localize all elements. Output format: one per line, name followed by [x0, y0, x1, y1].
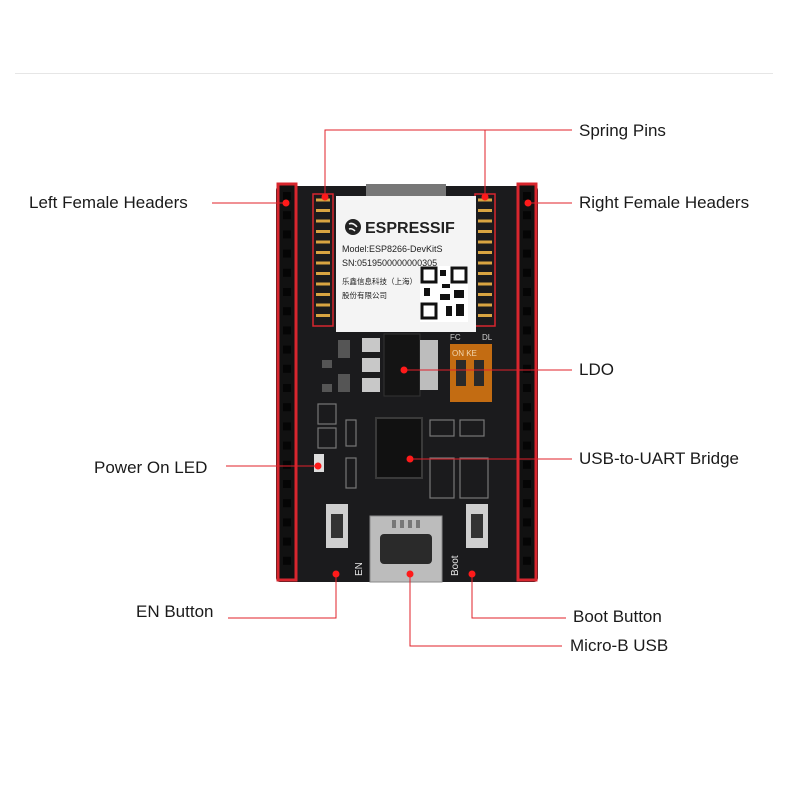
header-hole	[283, 192, 291, 200]
module-model: Model:ESP8266-DevKitS	[342, 244, 443, 254]
header-hole	[523, 422, 531, 431]
label-boot-button: Boot Button	[573, 607, 662, 626]
passive-components	[317, 403, 489, 499]
module-brand: ESPRESSIF	[365, 220, 455, 237]
callout-line-spring-pins	[324, 129, 486, 195]
module-shield-top	[366, 184, 446, 198]
header-hole	[523, 230, 531, 239]
ldo-regulator	[362, 333, 438, 397]
header-hole	[523, 192, 531, 200]
en-silkscreen: EN	[354, 562, 365, 576]
header-hole	[283, 307, 291, 316]
callout-line-boot-button	[471, 574, 566, 619]
label-left-female-headers: Left Female Headers	[29, 193, 188, 212]
header-hole	[283, 460, 291, 469]
callout-line-micro-usb	[409, 574, 562, 647]
header-hole	[523, 384, 531, 392]
header-hole	[283, 422, 291, 431]
micro-usb-connector	[369, 515, 443, 583]
usb-uart-chip	[375, 417, 423, 479]
dip-dl-label: DL	[482, 333, 493, 342]
top-divider	[15, 73, 773, 74]
header-hole	[523, 211, 531, 220]
header-hole	[523, 518, 531, 527]
module-company-line1: 乐鑫信息科技（上海）	[342, 276, 417, 286]
label-usb-uart-bridge: USB-to-UART Bridge	[579, 449, 739, 468]
header-hole	[523, 307, 531, 316]
callout-dots	[282, 193, 532, 578]
label-spring-pins: Spring Pins	[579, 121, 666, 140]
header-hole	[523, 364, 531, 373]
header-hole	[283, 268, 291, 277]
header-hole	[283, 384, 291, 392]
header-hole	[523, 537, 531, 546]
header-hole	[283, 326, 291, 335]
module-serial: SN:0519500000000305	[342, 258, 437, 268]
header-hole	[283, 211, 291, 220]
qr-code	[420, 266, 468, 322]
header-hole	[283, 499, 291, 508]
header-hole	[283, 230, 291, 239]
header-hole	[283, 441, 291, 450]
dip-switch: ON KE FC DL	[450, 333, 493, 402]
header-hole	[523, 268, 531, 277]
header-hole	[283, 537, 291, 546]
header-hole	[523, 441, 531, 450]
header-holes	[283, 192, 531, 565]
header-hole	[523, 345, 531, 354]
callout-line-en-button	[228, 574, 337, 619]
header-hole	[523, 326, 531, 335]
header-hole	[523, 288, 531, 296]
header-hole	[523, 499, 531, 508]
label-power-on-led: Power On LED	[94, 458, 208, 477]
header-hole	[283, 345, 291, 354]
spring-pins-left	[312, 193, 334, 327]
label-en-button: EN Button	[136, 602, 214, 621]
module-company-line2: 股份有限公司	[342, 290, 387, 300]
label-right-female-headers: Right Female Headers	[579, 193, 750, 212]
header-hole	[523, 460, 531, 469]
header-hole	[283, 518, 291, 527]
capacitors	[322, 340, 350, 392]
header-hole	[283, 403, 291, 412]
boot-button	[466, 504, 488, 548]
spring-pin-frame	[312, 193, 334, 327]
header-hole	[283, 364, 291, 373]
espressif-logo	[345, 219, 361, 235]
header-hole	[283, 249, 291, 258]
header-hole	[283, 556, 291, 565]
header-hole	[523, 480, 531, 488]
callout-lines	[212, 129, 572, 647]
right-female-header	[516, 182, 538, 582]
dip-on-ke-label: ON KE	[452, 349, 477, 358]
left-female-header	[276, 182, 298, 582]
header-hole	[523, 249, 531, 258]
header-hole	[283, 288, 291, 296]
header-hole	[523, 556, 531, 565]
label-micro-b-usb: Micro-B USB	[570, 636, 669, 655]
dip-fc-label: FC	[450, 333, 461, 342]
boot-silkscreen: Boot	[450, 555, 461, 576]
label-ldo: LDO	[579, 360, 614, 379]
header-hole	[283, 480, 291, 488]
header-hole	[523, 403, 531, 412]
en-button	[326, 504, 348, 548]
